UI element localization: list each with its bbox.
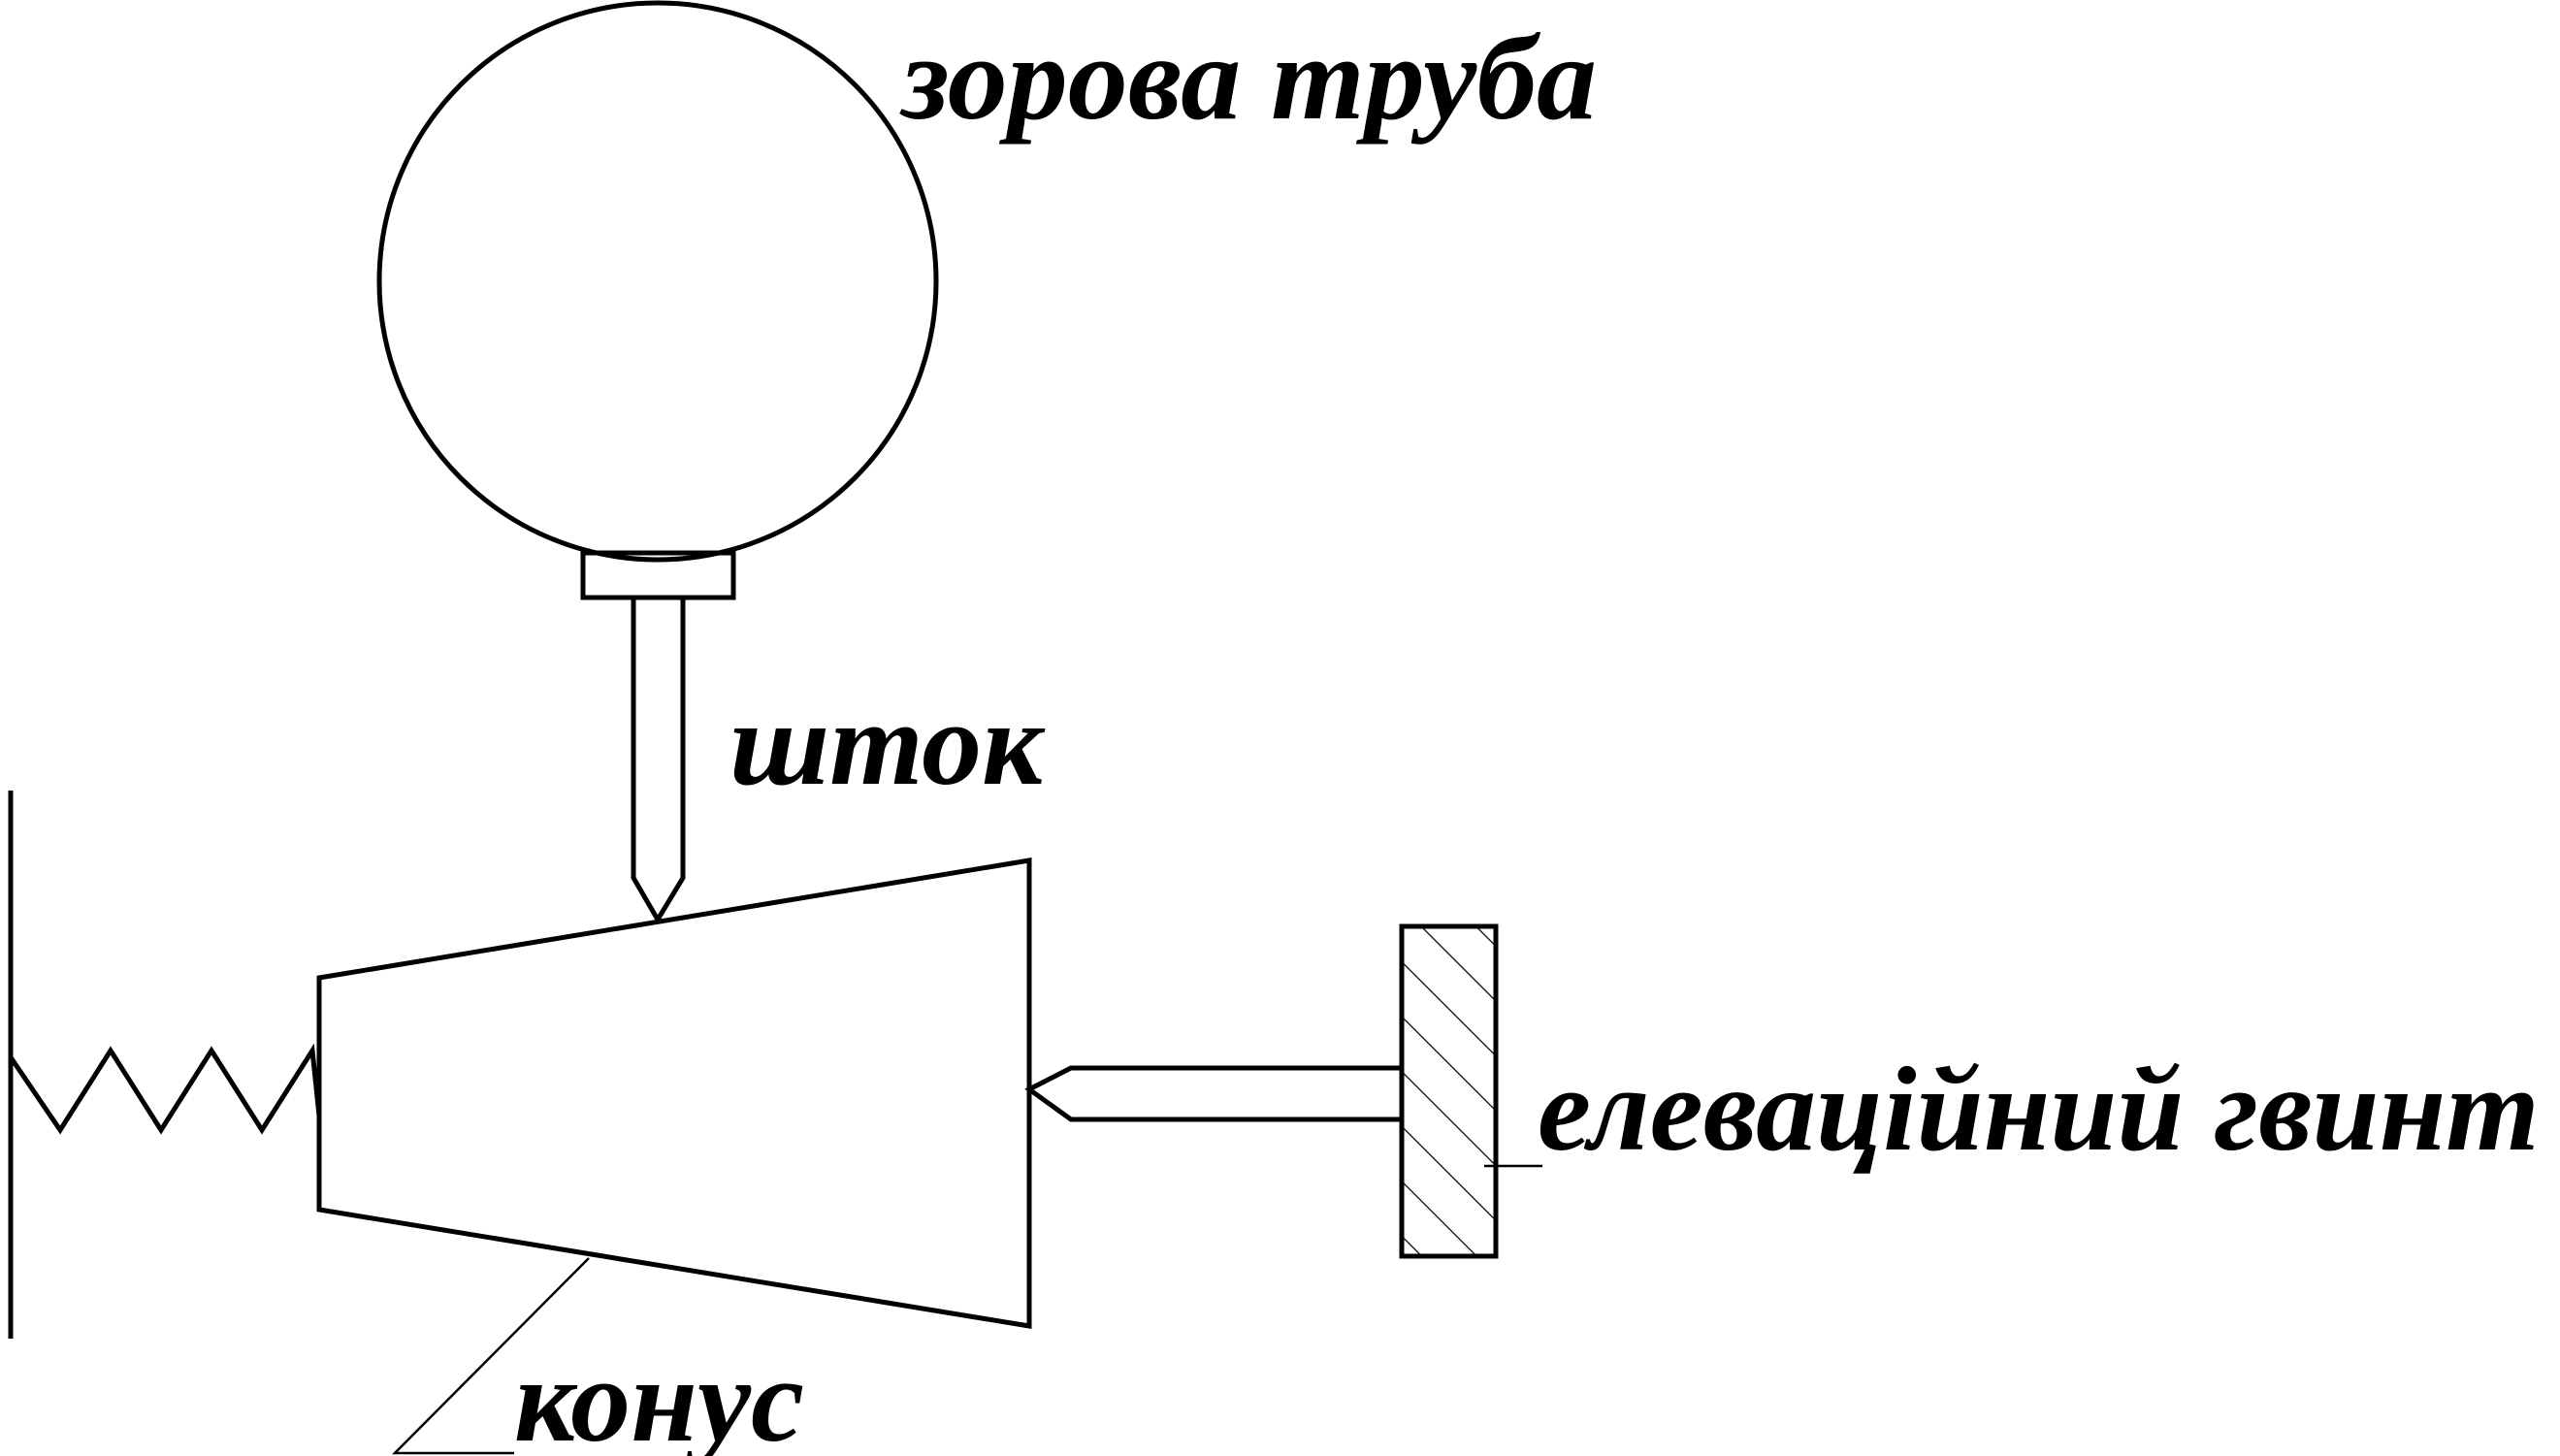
label-sight-tube: зорова труба bbox=[899, 12, 1597, 145]
spring bbox=[8, 1043, 322, 1135]
cone-leader-line bbox=[391, 1257, 590, 1455]
cone-body bbox=[316, 857, 1032, 1329]
screw-shaft bbox=[1024, 1065, 1402, 1122]
tube-collar bbox=[580, 550, 736, 600]
label-elevation-screw: елеваційний гвинт bbox=[1538, 1043, 2540, 1176]
screw-head-hatch bbox=[1402, 926, 1496, 1256]
rod bbox=[631, 598, 686, 924]
label-rod: шток bbox=[729, 677, 1046, 810]
label-cone: конус bbox=[514, 1334, 804, 1456]
screw-head bbox=[1399, 923, 1499, 1259]
sight-tube-circle bbox=[376, 0, 939, 563]
